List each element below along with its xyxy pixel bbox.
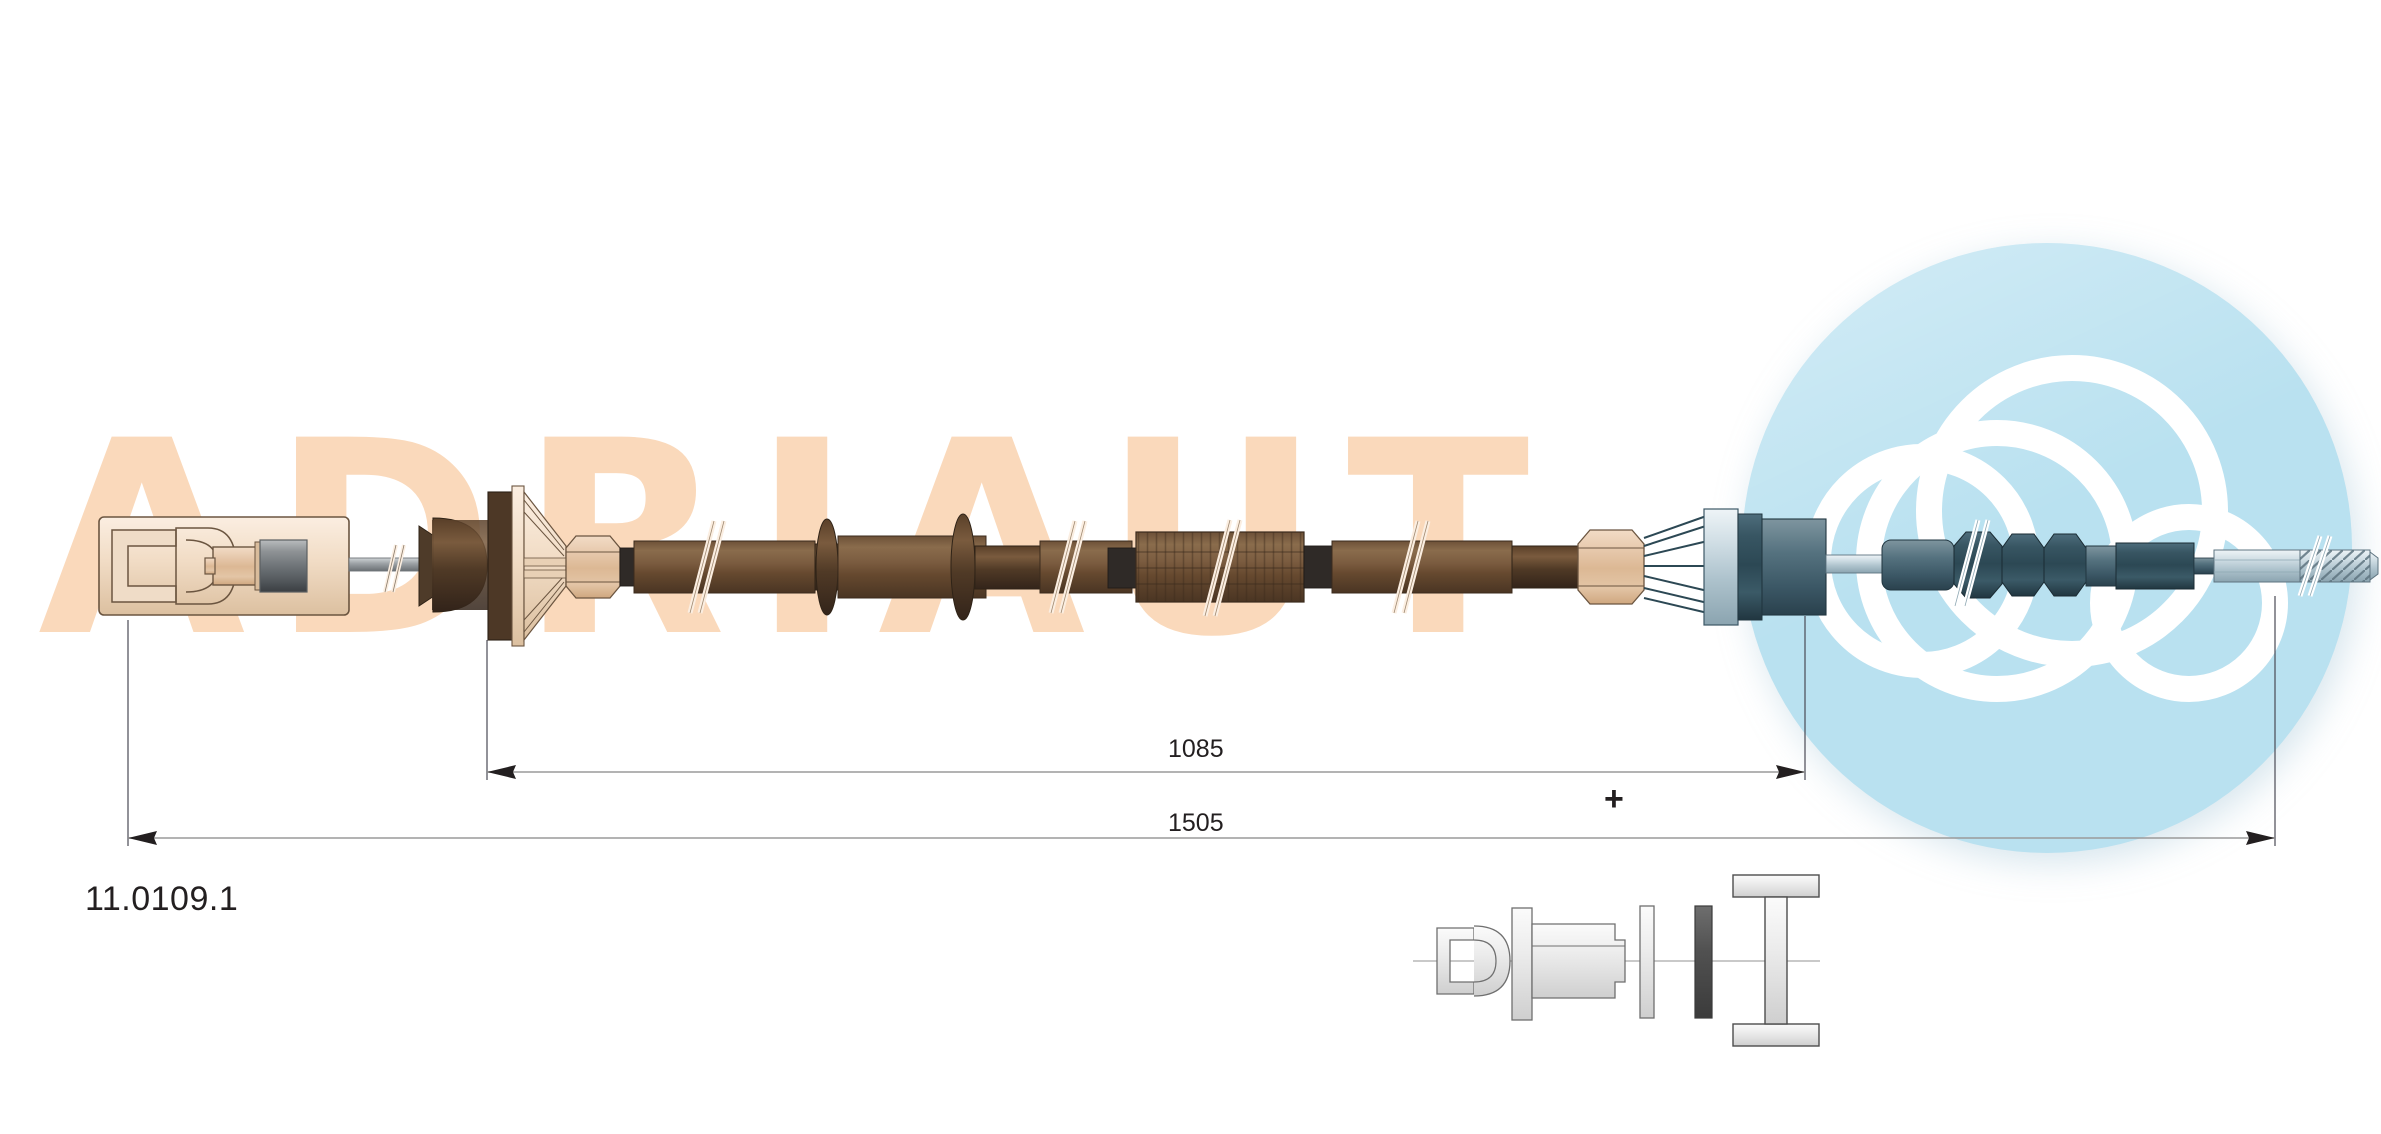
clevis-fork-end (98, 516, 442, 616)
corrugated-conduit (1135, 519, 1305, 617)
dimension-lines (127, 596, 2276, 846)
threaded-adjuster-rod (2115, 535, 2379, 597)
hex-adjuster-nut-right (1577, 529, 1645, 605)
dimension-label-inner: 1085 (1168, 735, 1224, 763)
rubber-grommet-flange (418, 485, 567, 647)
hex-adjuster-nut-left (565, 535, 635, 599)
dark-end-fitting (1643, 508, 1883, 626)
detail-spacer-sleeve (1511, 907, 1626, 1021)
rubber-bellows-boot (1881, 519, 2117, 607)
detail-thin-washer (1639, 905, 1655, 1019)
part-number-label: 11.0109.1 (85, 880, 239, 918)
detail-clevis-bush (1436, 925, 1519, 997)
accessory-exploded-detail (1413, 874, 1820, 1047)
detail-dark-washer (1694, 905, 1713, 1019)
dimension-arrowheads (128, 765, 2275, 845)
dimension-label-overall: 1505 (1168, 809, 1224, 837)
plus-symbol: + (1604, 780, 1624, 818)
detail-i-section-bracket (1732, 874, 1820, 1047)
outer-cable-sheath (633, 513, 1579, 621)
